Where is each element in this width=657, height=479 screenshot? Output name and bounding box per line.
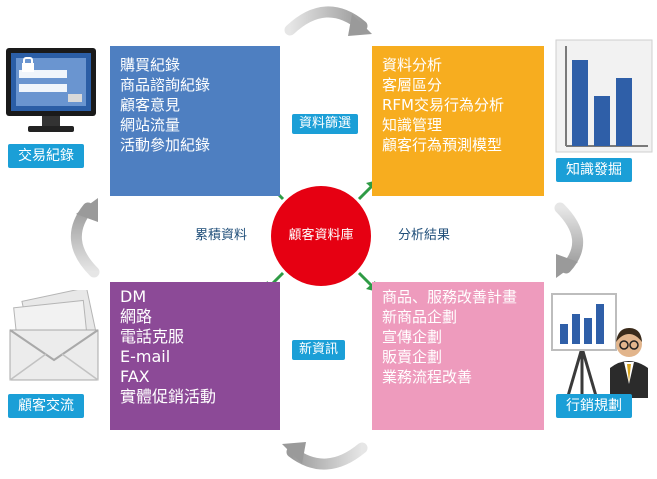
list-item: 購買紀錄 — [120, 56, 181, 74]
cycle-arrow-right — [554, 202, 584, 278]
corner-label-transactions: 交易紀錄 — [8, 144, 84, 168]
corner-label-knowledge: 知識發掘 — [556, 158, 632, 182]
list-item: 客層區分 — [382, 76, 443, 94]
list-item: E-mail — [120, 347, 171, 366]
mail-envelopes-icon — [9, 290, 99, 381]
list-item: 販賣企劃 — [382, 348, 443, 366]
hub-label: 顧客資料庫 — [288, 228, 354, 243]
list-item: RFM交易行為分析 — [382, 96, 504, 114]
list-item: 顧客行為預測模型 — [382, 136, 503, 154]
flow-tag-left: 累積資料 — [187, 226, 256, 246]
list-item: 活動參加紀錄 — [120, 136, 211, 154]
corner-label-marketing: 行銷規劃 — [556, 394, 632, 418]
list-item: 網路 — [120, 307, 153, 326]
cycle-arrow-bottom — [282, 442, 368, 470]
list-item: 商品、服務改善計畫 — [382, 288, 518, 306]
cycle-arrow-left — [70, 198, 100, 278]
panel-channels: DM 網路 電話克服 E-mail FAX 實體促銷活動 — [110, 282, 280, 430]
list-item: 業務流程改善 — [382, 368, 473, 386]
list-item: DM — [120, 287, 147, 306]
list-item: FAX — [120, 367, 150, 386]
list-item: 電話克服 — [120, 327, 185, 346]
list-item: 宣傳企劃 — [382, 328, 443, 346]
flow-tag-bottom: 新資訊 — [292, 340, 346, 360]
panel-transaction-data: 購買紀錄 商品諮詢紀錄 顧客意見 網站流量 活動參加紀錄 — [110, 46, 280, 196]
bar-chart-icon — [555, 39, 653, 153]
list-item: 網站流量 — [120, 116, 181, 134]
list-item: 新商品企劃 — [382, 308, 458, 326]
computer-login-icon — [6, 48, 96, 132]
list-item: 資料分析 — [382, 56, 443, 74]
cycle-arrow-top — [284, 6, 372, 36]
flow-tag-right: 分析結果 — [390, 226, 459, 246]
list-item: 商品諮詢紀錄 — [120, 76, 211, 94]
list-item: 實體促銷活動 — [120, 387, 217, 406]
panel-analysis: 資料分析 客層區分 RFM交易行為分析 知識管理 顧客行為預測模型 — [372, 46, 544, 196]
list-item: 顧客意見 — [120, 96, 181, 114]
list-item: 知識管理 — [382, 116, 443, 134]
flow-tag-top: 資料篩選 — [292, 114, 359, 134]
corner-label-interaction: 顧客交流 — [8, 394, 84, 418]
presenter-chart-icon — [551, 293, 648, 398]
panel-planning: 商品、服務改善計畫 新商品企劃 宣傳企劃 販賣企劃 業務流程改善 — [372, 282, 544, 430]
hub-circle — [271, 186, 371, 286]
